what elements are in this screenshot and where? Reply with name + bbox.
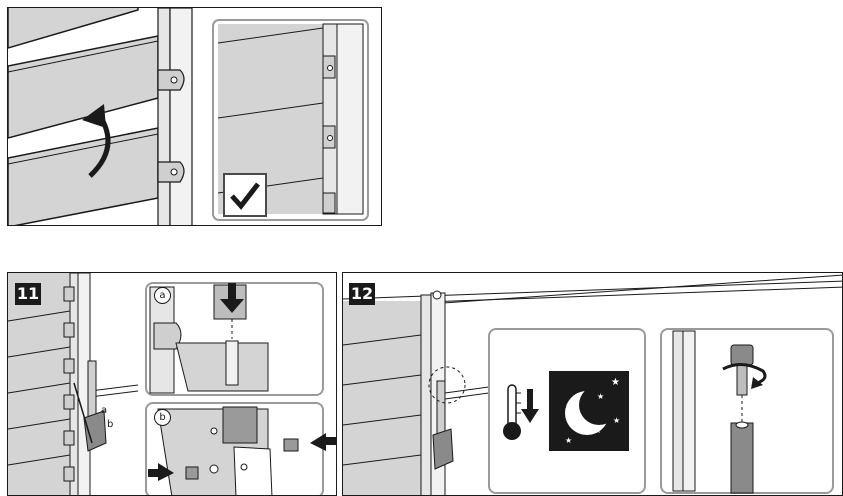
night-moon-icon: ★ ★ ★ ★ ★ xyxy=(549,371,629,451)
step-11-panel: 11 xyxy=(7,272,337,496)
svg-text:★: ★ xyxy=(611,377,620,388)
sub-label-b: b xyxy=(154,409,171,426)
step-12-panel: 12 ★ xyxy=(342,272,843,496)
push-arrow-icon xyxy=(220,283,244,313)
top-left-panel xyxy=(7,7,382,226)
louvre-handle-illustration xyxy=(8,273,336,495)
step-number-badge: 11 xyxy=(15,283,41,305)
push-arrow-icon xyxy=(148,463,174,481)
screw-tighten-arrow-icon xyxy=(722,363,767,389)
sub-label-a: a xyxy=(154,287,171,304)
louvre-open-illustration xyxy=(8,8,369,225)
svg-text:★: ★ xyxy=(565,436,572,445)
louvre-temperature-illustration: ★ ★ ★ ★ ★ xyxy=(343,274,842,495)
svg-text:★: ★ xyxy=(597,392,604,401)
svg-text:★: ★ xyxy=(595,427,601,435)
check-icon xyxy=(230,182,260,210)
push-arrow-icon xyxy=(310,433,336,451)
step-number-badge: 12 xyxy=(349,283,375,305)
check-box xyxy=(223,173,267,217)
callout-b: b xyxy=(107,419,114,430)
callout-a: a xyxy=(101,405,108,416)
thermometer-down-icon xyxy=(503,384,539,440)
rotate-arrow-icon xyxy=(82,104,111,178)
svg-text:★: ★ xyxy=(613,416,620,425)
